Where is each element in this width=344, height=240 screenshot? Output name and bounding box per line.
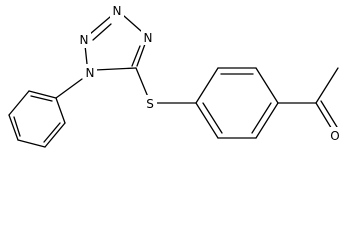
bond xyxy=(195,102,219,139)
bond xyxy=(251,102,272,134)
bond xyxy=(43,122,61,143)
atom-o: O xyxy=(328,127,342,143)
tetrazole-ring xyxy=(84,15,146,71)
atom-label: N xyxy=(80,33,89,47)
bond xyxy=(315,67,339,104)
bond xyxy=(44,122,66,148)
bond xyxy=(55,78,83,99)
bond xyxy=(255,102,279,139)
atom-label: S xyxy=(146,97,154,111)
atom-s: S xyxy=(143,95,157,112)
acetyl-group xyxy=(277,67,339,132)
bond xyxy=(89,16,111,35)
bond xyxy=(315,102,334,132)
phenylene-ring xyxy=(195,67,279,139)
bond xyxy=(202,102,223,134)
bond xyxy=(131,45,141,67)
bond xyxy=(92,23,112,41)
atom-n4: N xyxy=(141,29,155,45)
bond xyxy=(84,44,88,65)
bond xyxy=(30,95,53,102)
atom-n1: N xyxy=(83,64,97,80)
bond xyxy=(55,97,66,124)
bond xyxy=(195,67,219,104)
atom-label: N xyxy=(86,66,95,80)
bond xyxy=(28,90,57,99)
bond xyxy=(8,114,19,141)
bond xyxy=(136,43,146,67)
bond xyxy=(94,67,137,71)
atom-label: N xyxy=(144,31,153,45)
bond xyxy=(320,100,338,128)
atom-label: N xyxy=(113,4,122,18)
chemical-structure: N N N N S O xyxy=(8,3,342,148)
phenyl-ring xyxy=(8,90,66,148)
bond xyxy=(8,90,30,116)
atom-n3: N xyxy=(110,3,124,19)
bond xyxy=(17,139,46,148)
atom-label: O xyxy=(330,129,339,143)
atom-n2: N xyxy=(77,32,91,48)
bond xyxy=(13,116,21,137)
bond xyxy=(123,15,142,32)
bond xyxy=(255,67,279,104)
bond xyxy=(135,67,149,98)
